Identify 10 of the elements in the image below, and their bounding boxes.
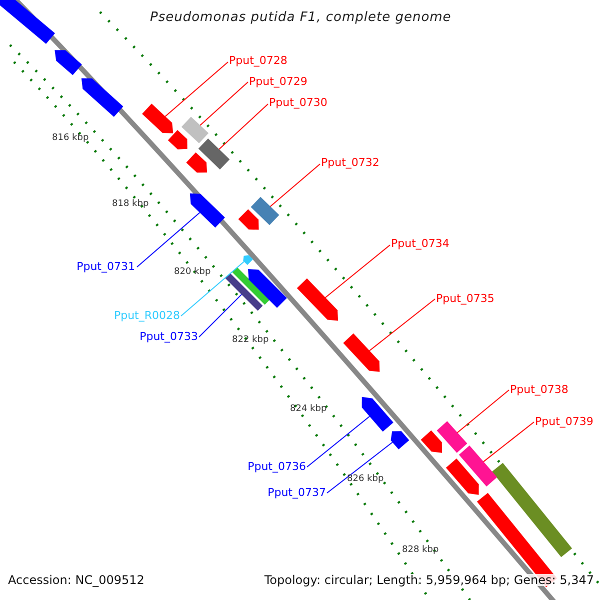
position-label: 828 kbp: [402, 546, 439, 555]
position-label: 816 kbp: [52, 134, 89, 143]
position-label: 822 kbp: [232, 336, 269, 345]
position-label: 824 kbp: [290, 405, 327, 414]
footer-text: Accession: NC_009512: [8, 574, 144, 586]
position-label: 820 kbp: [174, 268, 211, 277]
title: Pseudomonas putida F1, complete genome: [150, 11, 452, 24]
position-label: 818 kbp: [112, 200, 149, 209]
position-label: 826 kbp: [347, 475, 384, 484]
footer-text: Topology: circular; Length: 5,959,964 bp; Genes: 5,347: [264, 574, 594, 586]
